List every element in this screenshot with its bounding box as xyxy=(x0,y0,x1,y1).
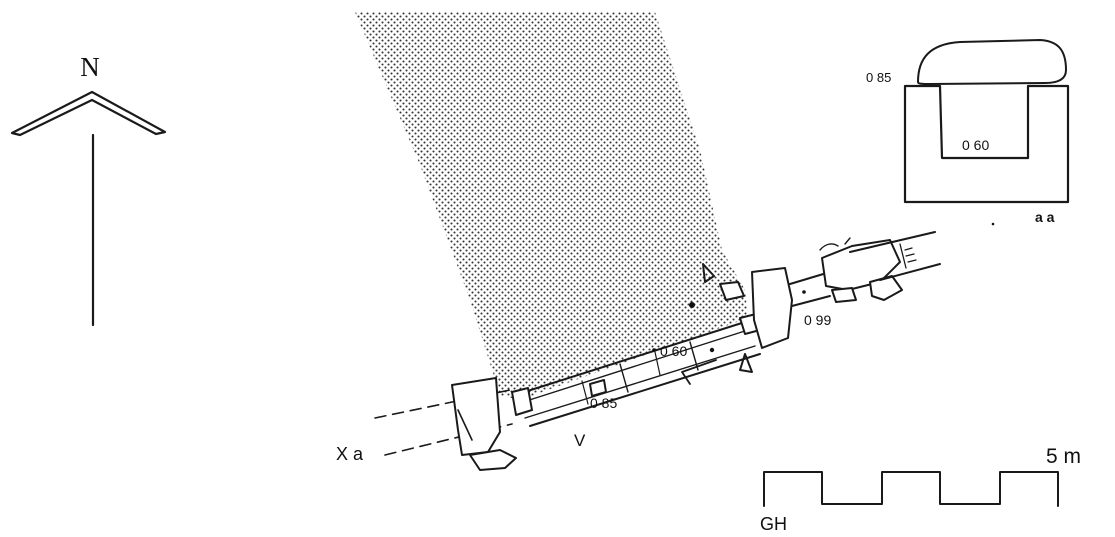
flow-arrow-icon xyxy=(681,359,717,385)
section-marker-arrow-upper-icon xyxy=(702,263,715,283)
channel-stone-2 xyxy=(589,379,607,397)
channel-wall-north xyxy=(514,321,746,396)
channel-small-stone xyxy=(719,281,745,301)
section-inner-elevation: 0 60 xyxy=(962,137,989,153)
east-extension-walls xyxy=(849,231,941,281)
section-marker-label: X a xyxy=(336,444,364,464)
north-arrow-chevron-icon xyxy=(10,90,167,137)
section-top-elevation: 0 85 xyxy=(866,70,891,85)
east-hatching xyxy=(899,243,917,269)
east-rubble-small xyxy=(831,287,857,303)
elevation-high: 0 99 xyxy=(804,312,831,328)
east-small-marks xyxy=(819,237,851,251)
east-end-block xyxy=(751,267,793,349)
section-channel-profile xyxy=(903,84,1070,204)
section-label: a a xyxy=(1035,209,1055,225)
north-arrow: N xyxy=(10,52,167,327)
elevation-mid: 0 60 xyxy=(660,343,687,359)
channel-wall-south xyxy=(529,353,761,427)
marker-v: V xyxy=(574,431,586,450)
west-end-rubble xyxy=(469,449,517,471)
channel-wall-inner-south xyxy=(524,345,756,419)
section-aa-drawing: 0 85 0 60 a a xyxy=(866,39,1070,226)
scale-bar-outline xyxy=(763,471,1059,507)
west-end-block xyxy=(451,377,501,456)
elevation-low: 0 85 xyxy=(590,395,617,411)
section-marker-arrow-lower-icon xyxy=(739,353,753,373)
scale-bar-max-label: 5 m xyxy=(1046,445,1081,468)
channel-plan xyxy=(451,231,941,471)
stippled-fill-area xyxy=(355,12,748,400)
channel-wall-inner-north xyxy=(519,329,749,404)
section-capstone xyxy=(917,39,1067,85)
channel-stone-1 xyxy=(511,387,533,416)
author-initials: GH xyxy=(760,514,787,534)
east-rubble xyxy=(821,239,901,291)
scale-bar: 5 m GH xyxy=(760,445,1081,534)
north-arrow-label: N xyxy=(80,52,100,82)
section-dot xyxy=(991,222,995,226)
